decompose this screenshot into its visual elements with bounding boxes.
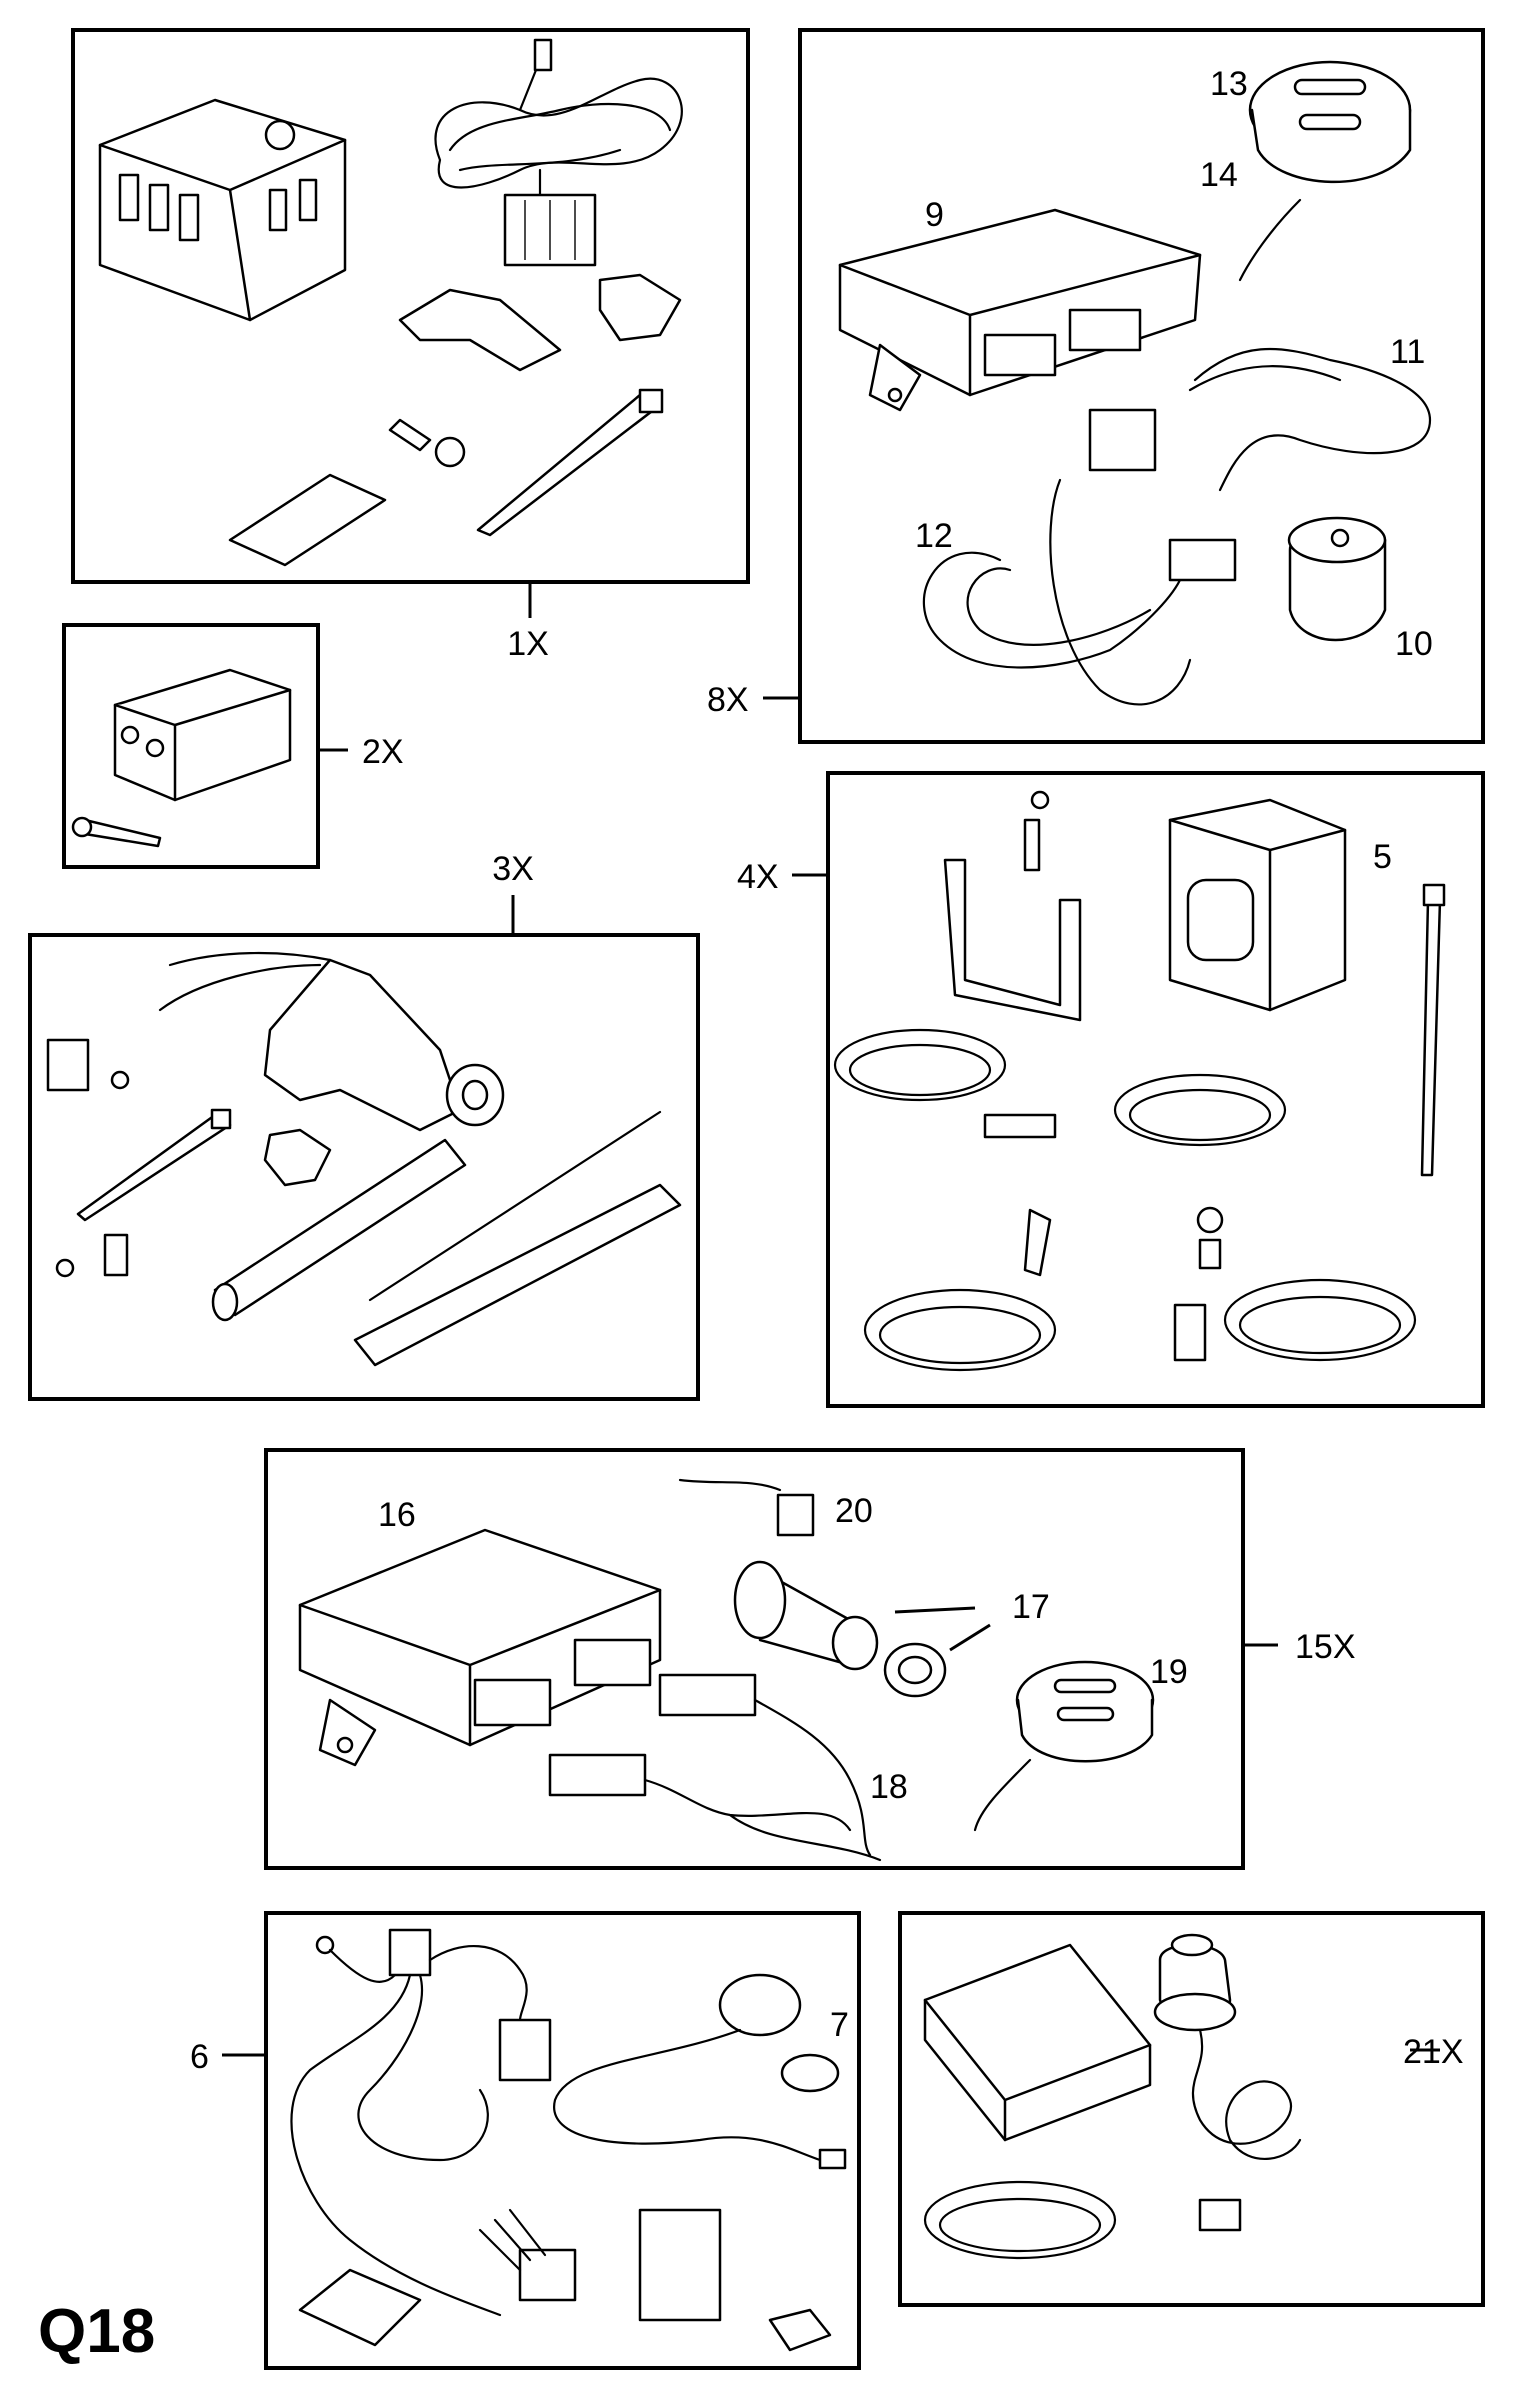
kit-6-panel xyxy=(264,1911,861,2370)
kit-4x-panel xyxy=(826,771,1485,1408)
part-label-14: 14 xyxy=(1200,156,1238,194)
kit-label-4x: 4X xyxy=(737,858,779,896)
kit-label-8x: 8X xyxy=(707,681,749,719)
ultrasonic-sensor-17-drawing xyxy=(733,1560,947,1698)
cable-tie-4x-drawing xyxy=(1420,883,1446,1177)
ecu-16-drawing xyxy=(298,1528,662,1767)
cable-tie-drawing xyxy=(476,388,664,537)
bracket-drawing xyxy=(398,288,562,372)
corrugated-tube-drawing xyxy=(211,1138,467,1322)
ecu-module-drawing xyxy=(838,208,1202,412)
pad-21x-drawing xyxy=(1198,2198,1242,2232)
part-label-11: 11 xyxy=(1390,333,1425,371)
page-code: Q18 xyxy=(38,2297,155,2366)
relay-drawing xyxy=(638,2208,722,2322)
perforated-strip-drawing xyxy=(353,1183,682,1367)
cable-coil-4-drawing xyxy=(1223,1278,1417,1362)
harness-11-drawing xyxy=(1088,347,1432,492)
switch-4x-drawing xyxy=(1023,1208,1052,1277)
sensor-loop-12-drawing xyxy=(922,478,1237,706)
cable-coil-21x-drawing xyxy=(923,2180,1117,2260)
kit-21x-panel xyxy=(898,1911,1485,2307)
cable-coil-3-drawing xyxy=(863,1288,1057,1372)
kit-3x-panel xyxy=(28,933,700,1401)
ring-7-drawing xyxy=(780,2053,840,2093)
rod-drawing xyxy=(368,1110,662,1302)
sensor-19-drawing xyxy=(973,1660,1155,1832)
part-label-12: 12 xyxy=(915,517,953,555)
part-label-13: 13 xyxy=(1210,65,1248,103)
part-label-7: 7 xyxy=(830,2006,849,2044)
part-label-18: 18 xyxy=(870,1768,908,1806)
alarm-harness-drawing xyxy=(290,1928,577,2317)
sleeve-4x-drawing xyxy=(1173,1303,1207,1362)
clip-drawing xyxy=(46,1038,90,1092)
kit-label-3x: 3X xyxy=(492,850,534,888)
door-lock-actuator-drawing xyxy=(158,951,505,1132)
cable-tie-3x-drawing xyxy=(76,1108,232,1222)
adhesive-pad-drawing xyxy=(228,473,387,567)
part-label-9: 9 xyxy=(925,196,944,234)
part-label-17: 17 xyxy=(1012,1588,1050,1626)
u-bracket-drawing xyxy=(943,790,1082,1022)
kit-label-21x: 21X xyxy=(1403,2033,1464,2071)
kit-label-15x: 15X xyxy=(1295,1628,1356,1666)
adhesive-pad-6-drawing xyxy=(298,2268,422,2347)
connector-4x-drawing xyxy=(983,1113,1057,1139)
vibration-sensor-drawing xyxy=(553,1973,847,2170)
kit-2x-panel xyxy=(62,623,320,869)
kit-label-6: 6 xyxy=(190,2038,209,2076)
small-connector-6-drawing xyxy=(768,2308,832,2352)
kit-8x-panel xyxy=(798,28,1485,744)
kit-1x-panel xyxy=(71,28,750,584)
splice-clip-drawing xyxy=(598,273,682,342)
control-unit-drawing xyxy=(98,98,347,322)
wiring-harness-drawing xyxy=(434,38,683,267)
kit-label-2x: 2X xyxy=(362,733,404,771)
pin-4x-drawing xyxy=(1198,1238,1222,1270)
kit-15x-panel xyxy=(264,1448,1245,1870)
kit-label-1x: 1X xyxy=(507,625,549,663)
nut-drawing xyxy=(110,1070,130,1090)
sensor-21x-drawing xyxy=(1153,1933,1302,2160)
part-label-19: 19 xyxy=(1150,1653,1188,1691)
splice-clip-3x-drawing xyxy=(263,1128,332,1187)
screw-small-drawing xyxy=(55,1258,75,1278)
part-label-20: 20 xyxy=(835,1492,873,1530)
connector-20-drawing xyxy=(678,1478,815,1537)
sensor-cylinder-drawing xyxy=(1287,516,1387,642)
part-label-16: 16 xyxy=(378,1496,416,1534)
harness-18-drawing xyxy=(548,1673,882,1862)
cable-coil-1-drawing xyxy=(833,1028,1007,1102)
nut-4x-drawing xyxy=(1196,1206,1224,1234)
part-label-5: 5 xyxy=(1373,838,1392,876)
module-box-21x-drawing xyxy=(923,1943,1152,2142)
screw-drawing xyxy=(388,418,466,468)
sensor-dome-drawing xyxy=(1238,60,1412,282)
clip-small-drawing xyxy=(103,1233,129,1277)
part-label-10: 10 xyxy=(1395,625,1433,663)
siren-box-drawing xyxy=(113,668,292,802)
siren-unit-drawing xyxy=(1168,798,1347,1012)
cable-coil-2-drawing xyxy=(1113,1073,1287,1147)
screw-drawing-2x xyxy=(71,816,162,848)
